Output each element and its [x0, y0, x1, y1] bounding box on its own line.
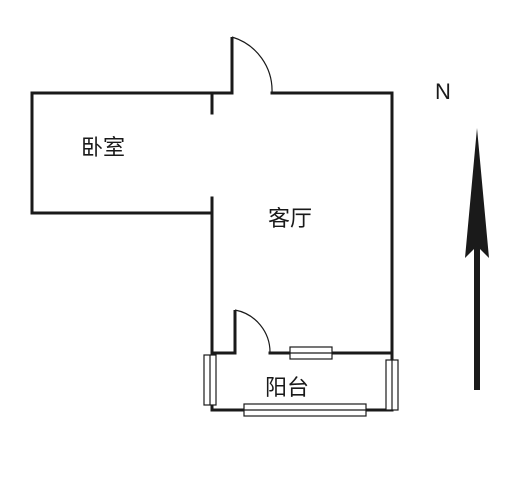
north-arrow-icon — [465, 128, 489, 390]
balcony-door — [233, 309, 271, 354]
room-label-balcony: 阳台 — [265, 376, 309, 401]
window-living-room — [289, 346, 333, 360]
living-room-wall-left-lower — [210, 196, 237, 355]
window-balcony-left — [203, 354, 217, 406]
entrance-door — [230, 36, 273, 94]
north-label: N — [435, 79, 451, 104]
room-label-living-room: 客厅 — [268, 207, 312, 232]
bedroom-wall — [30, 91, 214, 215]
window-balcony-right — [385, 359, 399, 411]
room-label-bedroom: 卧室 — [81, 136, 125, 161]
windows — [203, 346, 399, 417]
window-balcony-bottom — [243, 403, 367, 417]
